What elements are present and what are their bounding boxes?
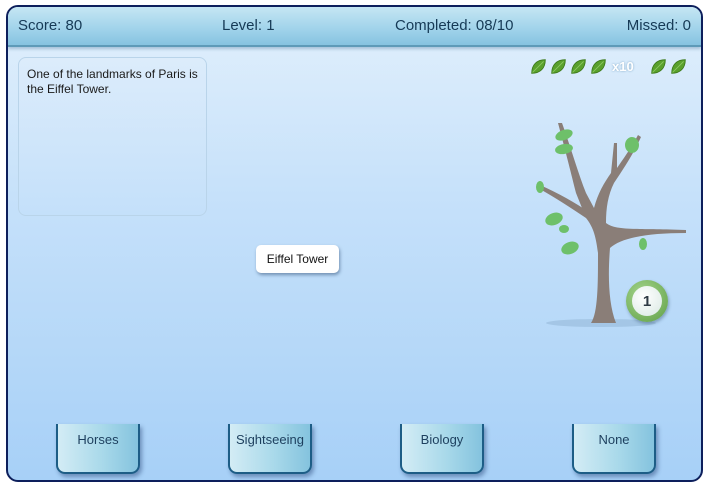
- hint-box: One of the landmarks of Paris is the Eif…: [18, 57, 207, 216]
- draggable-word-card[interactable]: Eiffel Tower: [256, 245, 339, 273]
- tree-level-badge: 1: [626, 280, 668, 322]
- status-bar: Score: 80 Level: 1 Completed: 08/10 Miss…: [8, 7, 701, 47]
- tree-illustration: [536, 123, 686, 327]
- leaf-multiplier: x10: [612, 58, 634, 74]
- leaf-icon: [670, 58, 686, 74]
- hint-text: One of the landmarks of Paris is the Eif…: [27, 67, 198, 96]
- answer-buttons: Horses Sightseeing Biology None: [8, 424, 701, 480]
- level-label: Level: 1: [222, 17, 275, 34]
- leaf-icon: [591, 58, 606, 74]
- leaf-icon: [650, 58, 666, 74]
- completed-label: Completed: 08/10: [395, 17, 514, 34]
- leaf-icon: [531, 58, 546, 74]
- answer-button-sightseeing[interactable]: Sightseeing: [228, 424, 312, 474]
- leaf-icon: [551, 58, 566, 74]
- answer-button-biology[interactable]: Biology: [400, 424, 484, 474]
- score-label: Score: 80: [18, 17, 83, 34]
- game-frame: Score: 80 Level: 1 Completed: 08/10 Miss…: [6, 5, 703, 482]
- tree-level-number: 1: [642, 292, 652, 310]
- leaf-counter: x10: [530, 56, 690, 76]
- answer-button-horses[interactable]: Horses: [56, 424, 140, 474]
- leaf-icon: [571, 58, 586, 74]
- missed-label: Missed: 0: [626, 17, 691, 34]
- answer-button-none[interactable]: None: [572, 424, 656, 474]
